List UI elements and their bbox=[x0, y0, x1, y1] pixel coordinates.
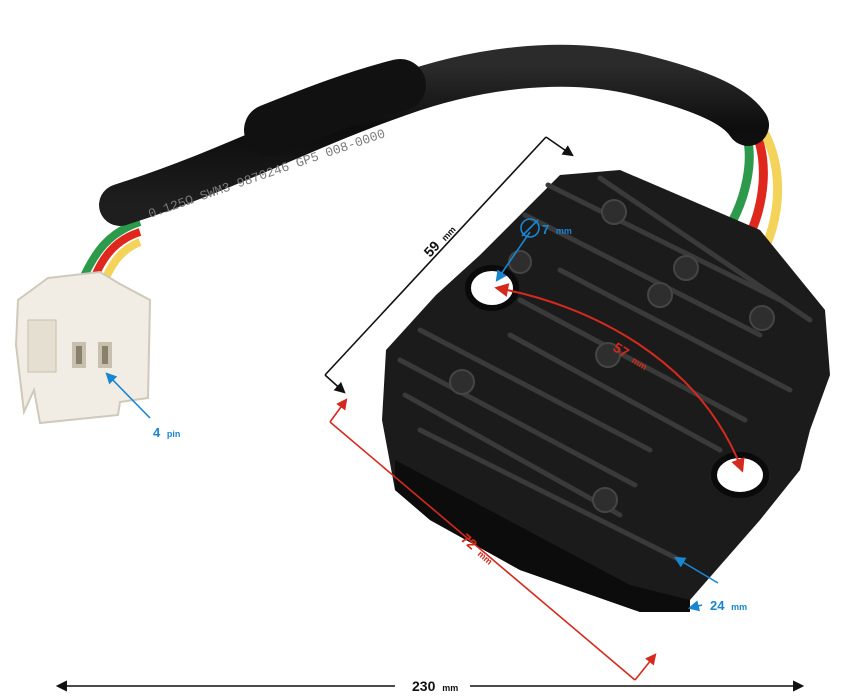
dim-fin bbox=[674, 556, 719, 612]
dim-total-label: 230 mm bbox=[412, 678, 458, 694]
dim-connector-unit: pin bbox=[167, 429, 181, 439]
dim-holes-arc bbox=[494, 283, 745, 473]
mount-hole-bottom bbox=[711, 452, 769, 498]
dim-fin-value: 24 bbox=[710, 598, 725, 613]
dim-connector bbox=[105, 372, 151, 419]
dim-fin-label: 24 mm bbox=[710, 598, 747, 613]
dim-connector-value: 4 bbox=[153, 425, 161, 440]
dim-height-unit: mm bbox=[439, 224, 457, 243]
connector-plug bbox=[14, 270, 152, 425]
mount-hole-top bbox=[465, 265, 519, 311]
dim-fin-unit: mm bbox=[731, 602, 747, 612]
dim-connector-label: 4 pin bbox=[153, 425, 180, 440]
cable-shrink-sleeve bbox=[244, 59, 426, 156]
diameter-icon bbox=[520, 218, 540, 238]
dim-height bbox=[324, 136, 574, 394]
dim-hole-value: 7 bbox=[542, 222, 549, 237]
dim-height-value: 59 bbox=[420, 238, 442, 260]
dim-height-label: 59 mm bbox=[420, 221, 458, 260]
dim-length bbox=[329, 398, 657, 681]
dim-hole bbox=[495, 218, 540, 282]
dim-hole-label: 7 mm bbox=[542, 222, 572, 237]
dim-total-unit: mm bbox=[442, 683, 458, 693]
dim-hole-unit: mm bbox=[556, 226, 572, 236]
dim-total-value: 230 bbox=[412, 678, 436, 694]
cable-sheath bbox=[99, 44, 769, 226]
